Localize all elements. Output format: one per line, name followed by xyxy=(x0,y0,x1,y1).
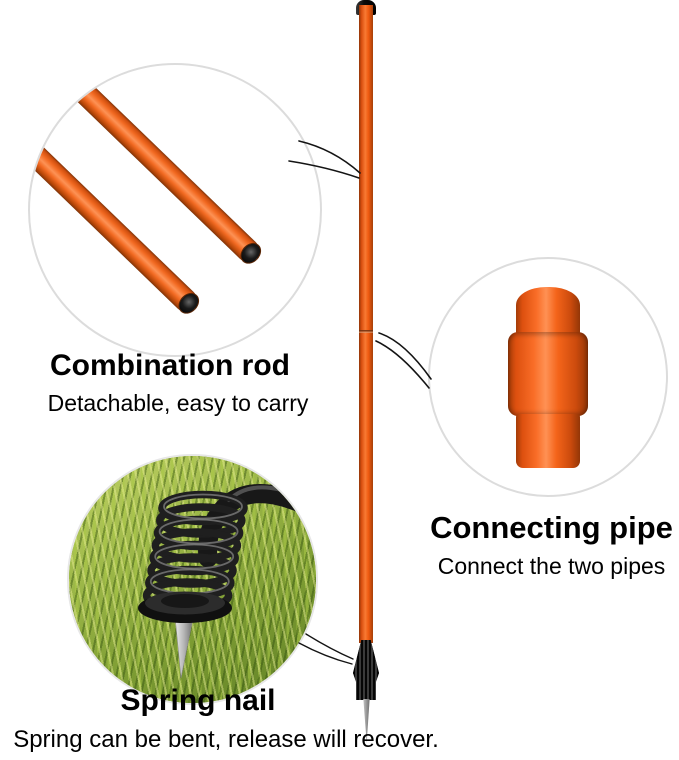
ground-nail xyxy=(174,615,194,679)
spring-nail-title: Spring nail xyxy=(120,684,276,717)
spring-nail-bubble xyxy=(67,454,318,705)
rod-open-end-icon xyxy=(236,238,266,268)
pole-shaft xyxy=(359,5,373,643)
combination-rod-subtitle: Detachable, easy to carry xyxy=(47,390,309,416)
connecting-pipe-figure xyxy=(430,259,666,495)
pipe-coupling-sleeve xyxy=(508,331,588,416)
pole-ground-spike xyxy=(363,699,370,743)
rod-piece-2 xyxy=(30,126,204,318)
spring-nail-figure xyxy=(138,484,316,679)
washer-flange-hole xyxy=(161,594,209,608)
elbow-tube xyxy=(198,484,316,568)
connecting-pipe-subtitle: Connect the two pipes xyxy=(437,553,666,579)
pipe-upper-section xyxy=(516,286,580,335)
pole-spring-base xyxy=(353,640,379,700)
combination-rod-title: Combination rod xyxy=(50,349,290,382)
combination-rod-bubble xyxy=(28,63,322,357)
spring-nail-subtitle: Spring can be bent, release will recover… xyxy=(13,726,439,753)
connecting-pipe-title: Connecting pipe xyxy=(430,510,673,545)
elbow-tube-highlight xyxy=(227,485,316,506)
rod-open-end-icon xyxy=(174,288,204,318)
pole-joint-line xyxy=(359,330,373,333)
coil-spring-highlight xyxy=(149,493,243,595)
connecting-pipe-bubble xyxy=(428,257,668,497)
leader-connecting-pipe xyxy=(375,332,432,389)
pipe-lower-section xyxy=(516,413,580,468)
rod-piece-1 xyxy=(68,76,266,268)
